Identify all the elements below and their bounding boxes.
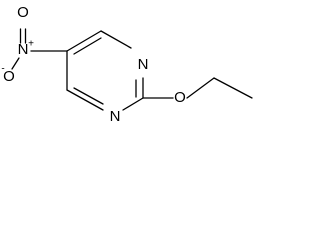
bond-ring-n1-c6 [66,89,104,111]
bond-ring-n1-c6-inner [73,87,104,105]
charge-label-nitro-n-plus: + [28,39,34,50]
nitro-group-bonds [11,28,68,70]
bond-ch2-ch3 [213,77,253,99]
molecule-structure: O N + O - N N O [1,4,253,125]
atom-label-nitro-o-left: O [3,68,15,85]
bond-ring-c5-c4-inner [73,37,102,55]
atom-label-ether-o: O [174,89,186,106]
bond-ring-c5-c4 [66,30,102,52]
bond-ring-c2-n1 [122,97,144,111]
charge-label-nitro-o-minus: - [1,64,4,75]
atom-label-ring-n-bottom: N [110,108,121,125]
bond-nitro-n-o-left [11,57,20,70]
ethoxy-group-bonds [142,77,253,99]
atom-label-nitro-n: N [18,41,29,58]
atom-label-nitro-o-top: O [17,4,29,21]
atom-labels: O N + O - N N O [1,4,186,125]
atom-label-ring-n-top: N [138,56,149,73]
bond-ether-o-ch2 [186,77,215,99]
bond-ring-c4-n3 [100,30,132,49]
pyrimidine-ring-bonds [66,30,144,111]
